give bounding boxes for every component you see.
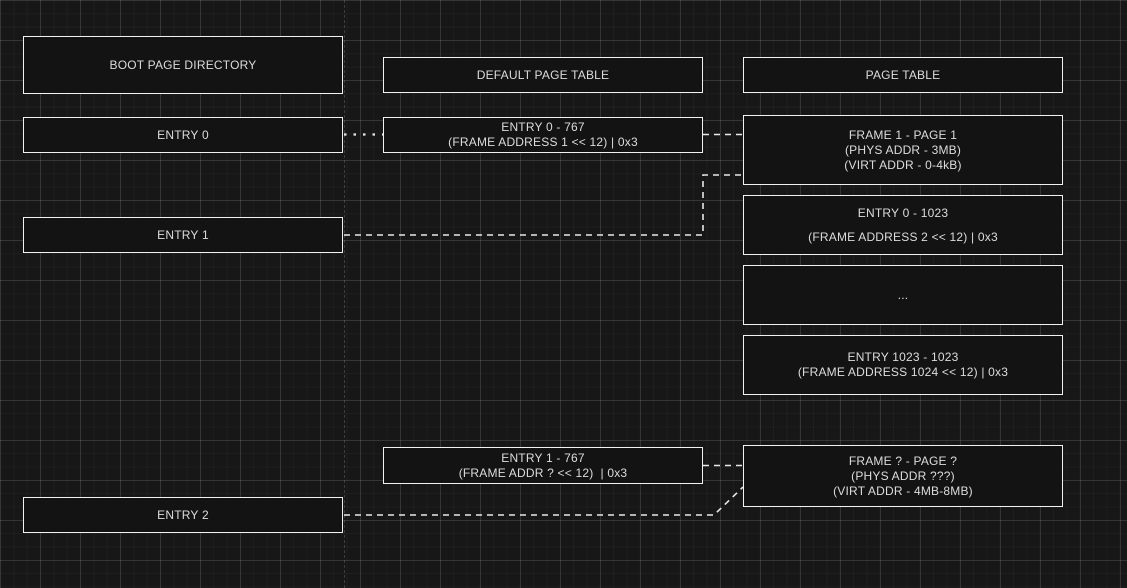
page-table-entry-1023-1023-line-2: (FRAME ADDRESS 1024 << 12) | 0x3 [797, 365, 1009, 379]
boot-dir-entry-0[interactable]: ENTRY 0 [23, 117, 343, 153]
boot-dir-entry-1-line-1: ENTRY 1 [157, 227, 209, 242]
default-page-table-header[interactable]: DEFAULT PAGE TABLE [383, 57, 703, 93]
page-table-entry-0-1023-line-3: (FRAME ADDRESS 2 << 12) | 0x3 [808, 229, 998, 244]
page-table-header[interactable]: PAGE TABLE [743, 57, 1063, 93]
page-table-frame-1-page-1-line-1: FRAME 1 - PAGE 1 [848, 127, 958, 142]
boot-dir-entry-1[interactable]: ENTRY 1 [23, 217, 343, 253]
boot-page-directory-header[interactable]: BOOT PAGE DIRECTORY [23, 36, 343, 94]
page-table-entry-0-1023[interactable]: ENTRY 0 - 1023 (FRAME ADDRESS 2 << 12) | … [743, 195, 1063, 255]
page-table-frame-1-page-1-line-2: (PHYS ADDR - 3MB) [844, 142, 962, 157]
page-table-entry-1023-1023[interactable]: ENTRY 1023 - 1023(FRAME ADDRESS 1024 << … [743, 335, 1063, 395]
page-table-frame-1-page-1[interactable]: FRAME 1 - PAGE 1(PHYS ADDR - 3MB)(VIRT A… [743, 115, 1063, 185]
page-table-entry-ellipsis[interactable]: ... [743, 265, 1063, 325]
default-page-table-entry-1-767[interactable]: ENTRY 1 - 767(FRAME ADDR ? << 12) | 0x3 [383, 447, 703, 484]
default-page-table-entry-0-767-line-2: (FRAME ADDRESS 1 << 12) | 0x3 [448, 135, 638, 149]
page-table-entry-0-1023-line-1: ENTRY 0 - 1023 [857, 205, 949, 220]
boot-dir-entry-2[interactable]: ENTRY 2 [23, 497, 343, 533]
page-table-entry-ellipsis-line-1: ... [897, 287, 909, 302]
page-table-header-line-1: PAGE TABLE [865, 67, 941, 82]
default-page-table-entry-0-767-line-1: ENTRY 0 - 767 [501, 120, 585, 134]
link-entry-2-to-frame-unknown [344, 486, 744, 516]
boot-dir-entry-0-line-1: ENTRY 0 [157, 127, 209, 142]
boot-page-directory-header-line-1: BOOT PAGE DIRECTORY [109, 57, 257, 72]
default-page-table-entry-1-767-line-2: (FRAME ADDR ? << 12) | 0x3 [458, 465, 628, 480]
boot-dir-entry-2-line-1: ENTRY 2 [157, 507, 209, 522]
link-entry-1-to-frame-1 [344, 174, 743, 236]
default-page-table-entry-1-767-line-1: ENTRY 1 - 767 [501, 450, 585, 465]
page-table-frame-unknown-line-1: FRAME ? - PAGE ? [848, 453, 958, 468]
default-page-table-entry-0-767[interactable]: ENTRY 0 - 767(FRAME ADDRESS 1 << 12) | 0… [383, 117, 703, 153]
page-table-entry-1023-1023-line-1: ENTRY 1023 - 1023 [847, 350, 959, 364]
page-table-frame-unknown-line-2: (PHYS ADDR ???) [851, 468, 955, 483]
page-table-frame-unknown-line-3: (VIRT ADDR - 4MB-8MB) [833, 483, 973, 498]
guide-line-vertical [344, 0, 345, 588]
page-table-frame-unknown[interactable]: FRAME ? - PAGE ?(PHYS ADDR ???)(VIRT ADD… [743, 445, 1063, 507]
page-table-frame-1-page-1-line-3: (VIRT ADDR - 0-4kB) [844, 157, 962, 172]
default-page-table-header-line-1: DEFAULT PAGE TABLE [476, 67, 610, 82]
